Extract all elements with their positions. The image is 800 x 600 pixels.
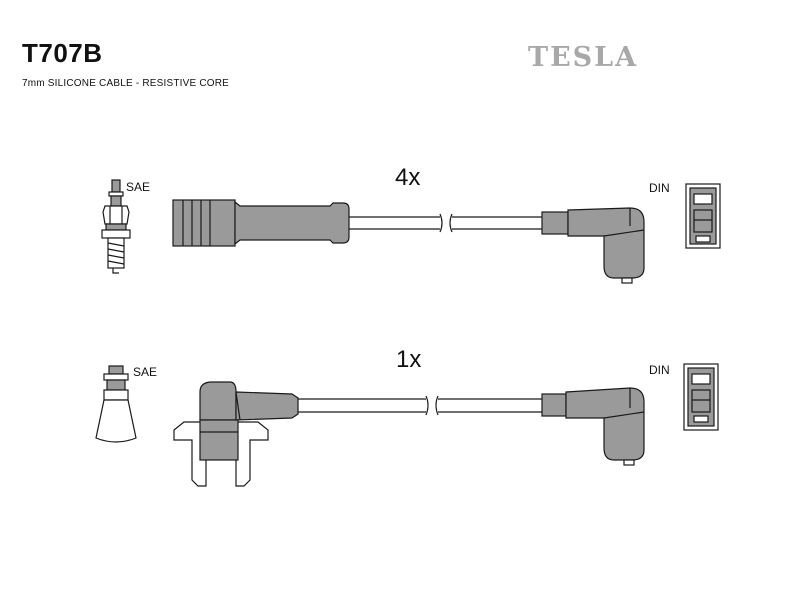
brand-logo: TESLA bbox=[528, 42, 639, 73]
spark-plug-standard-label: SAE bbox=[133, 365, 157, 379]
cable-wire bbox=[349, 213, 542, 233]
cable-quantity: 4x bbox=[395, 164, 420, 191]
straight-boot-icon bbox=[172, 199, 350, 247]
cable-wire bbox=[298, 395, 542, 416]
cable-row-1: SAE bbox=[101, 164, 721, 284]
cable-description: 7mm SILICONE CABLE - RESISTIVE CORE bbox=[22, 78, 230, 89]
angled-boot-icon bbox=[541, 207, 645, 284]
angled-bracket-boot-icon bbox=[173, 381, 299, 487]
cable-row-2: SAE bbox=[95, 346, 719, 487]
spark-plug-standard-label: SAE bbox=[126, 180, 150, 194]
coil-terminal-standard-label: DIN bbox=[649, 181, 670, 195]
part-number: T707B bbox=[22, 38, 103, 68]
spark-plug-icon bbox=[101, 179, 131, 274]
coil-terminal-icon bbox=[683, 363, 719, 431]
plug-cap-icon bbox=[95, 365, 137, 443]
coil-terminal-standard-label: DIN bbox=[649, 363, 670, 377]
angled-boot-icon bbox=[541, 387, 645, 466]
cable-quantity: 1x bbox=[396, 346, 421, 373]
coil-terminal-icon bbox=[685, 183, 721, 249]
